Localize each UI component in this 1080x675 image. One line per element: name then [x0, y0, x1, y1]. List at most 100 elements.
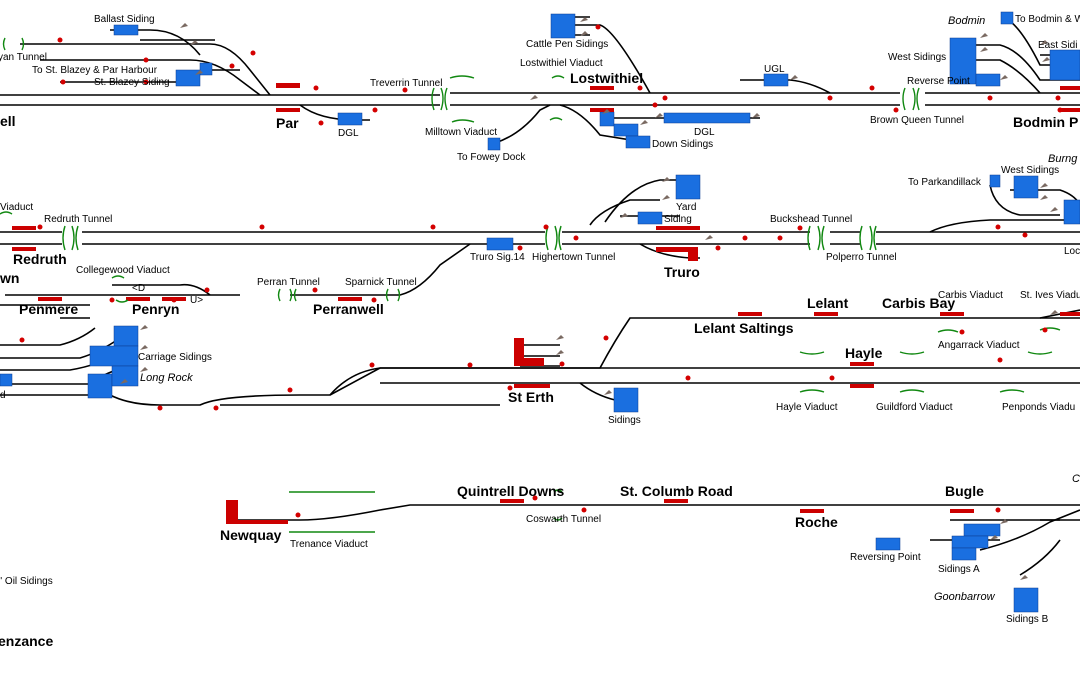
- station-roche[interactable]: Roche: [795, 514, 838, 530]
- station-truro[interactable]: Truro: [664, 264, 700, 280]
- carriage-sidings-block-2: [89, 345, 139, 367]
- station-bugle[interactable]: Bugle: [945, 483, 984, 499]
- dgl-par-block: [337, 112, 363, 126]
- label-loc: Loc: [1064, 246, 1080, 257]
- label-to-st-blazey: To St. Blazey & Par Harbour: [32, 65, 158, 76]
- dgl-lostwithiel-block: [663, 112, 751, 124]
- station-hayle[interactable]: Hayle: [845, 345, 883, 361]
- station-penzance[interactable]: enzance: [0, 633, 53, 649]
- down-sidings-block: [625, 135, 651, 149]
- reverse-point-block: [975, 73, 1001, 87]
- label-milltown-viaduct: Milltown Viaduct: [425, 127, 497, 138]
- station-st-columb-road[interactable]: St. Columb Road: [620, 483, 733, 499]
- label-ballast-siding: Ballast Siding: [94, 14, 155, 25]
- label-hayle-viaduct: Hayle Viaduct: [776, 402, 838, 413]
- label-down-sidings: Down Sidings: [652, 139, 713, 150]
- label-ugl: UGL: [764, 64, 785, 75]
- label-treverrin-tunnel: Treverrin Tunnel: [370, 78, 442, 89]
- west-sidings-burngullow-block: [1013, 175, 1039, 199]
- label-up-direction: U>: [190, 295, 203, 306]
- station-camborne[interactable]: wn: [0, 270, 19, 286]
- label-reverse-point: Reverse Point: [907, 76, 970, 87]
- tunnels-row2: [0, 211, 877, 303]
- truro-sig14-block: [486, 237, 514, 251]
- label-carriage-sidings: Carriage Sidings: [138, 352, 212, 363]
- label-east-sidings: East Sidi: [1038, 40, 1077, 51]
- station-lelant[interactable]: Lelant: [807, 295, 849, 311]
- east-sidings-block: [1049, 49, 1080, 81]
- tunnels-row1: [2, 37, 920, 123]
- label-oil-sidings: l' Oil Sidings: [0, 576, 53, 587]
- fowey-dock-block: [487, 137, 501, 151]
- label-viaduct-left: Viaduct: [0, 202, 33, 213]
- label-penponds-viaduct: Penponds Viadu: [1002, 402, 1075, 413]
- label-to-bodmin: To Bodmin & W: [1015, 14, 1080, 25]
- label-sidings-b: Sidings B: [1006, 614, 1049, 625]
- label-st-ives-viaduct: St. Ives Viadu: [1020, 290, 1080, 301]
- station-bodmin-parkway[interactable]: Bodmin P: [1013, 114, 1078, 130]
- st-blazey-siding-block: [175, 69, 201, 87]
- label-yard: Yard: [676, 202, 696, 213]
- label-highertown-tunnel: Highertown Tunnel: [532, 252, 615, 263]
- label-to-fowey-dock: To Fowey Dock: [457, 152, 526, 163]
- label-goonbarrow: Goonbarrow: [934, 591, 996, 603]
- sidings-a-block: [951, 547, 977, 561]
- labels-row1: Ballast Siding yan Tunnel To St. Blazey …: [0, 14, 1080, 163]
- label-coswarth-tunnel: Coswarth Tunnel: [526, 514, 601, 525]
- label-cattle-pen-sidings: Cattle Pen Sidings: [526, 39, 608, 50]
- sidings-row2: [486, 174, 1080, 251]
- station-penryn[interactable]: Penryn: [132, 301, 179, 317]
- platforms-row2: [12, 226, 700, 301]
- station-lelant-saltings[interactable]: Lelant Saltings: [694, 320, 794, 336]
- label-polperro-tunnel: Polperro Tunnel: [826, 252, 897, 263]
- station-perranwell[interactable]: Perranwell: [313, 301, 384, 317]
- station-penmere[interactable]: Penmere: [19, 301, 78, 317]
- sidings-row4: [875, 523, 1039, 613]
- station-newquay[interactable]: Newquay: [220, 527, 282, 543]
- sidings-row3: [0, 325, 639, 413]
- label-sidings-a: Sidings A: [938, 564, 980, 575]
- st-erth-bay: [514, 338, 524, 366]
- label-reversing-point: Reversing Point: [850, 552, 921, 563]
- label-dgl-lostwithiel: DGL: [694, 127, 715, 138]
- label-buckshead-tunnel: Buckshead Tunnel: [770, 214, 852, 225]
- sidings-st-erth-block: [613, 387, 639, 413]
- signals: [19, 24, 1063, 518]
- label-burngullow-area: Burng: [1048, 153, 1078, 165]
- label-siding-truro: Siding: [664, 214, 692, 225]
- station-redruth[interactable]: Redruth: [13, 251, 67, 267]
- label-guildford-viaduct: Guildford Viaduct: [876, 402, 953, 413]
- points: [120, 17, 1058, 580]
- labels-row4: Quintrell Downs St. Columb Road Bugle Co…: [0, 473, 1080, 649]
- label-truro-sig14: Truro Sig.14: [470, 252, 525, 263]
- label-sparnick-tunnel: Sparnick Tunnel: [345, 277, 417, 288]
- label-down-direction: <D: [132, 283, 145, 294]
- station-quintrell-downs[interactable]: Quintrell Downs: [457, 483, 565, 499]
- platforms-row3: [514, 312, 1080, 388]
- label-dgl-par: DGL: [338, 128, 359, 139]
- label-trenance-viaduct: Trenance Viaduct: [290, 539, 368, 550]
- viaducts-row4: [289, 489, 563, 533]
- station-st-erth[interactable]: St Erth: [508, 389, 554, 405]
- station-carbis-bay[interactable]: Carbis Bay: [882, 295, 955, 311]
- label-long-rock: Long Rock: [140, 372, 193, 384]
- label-collegewood-viaduct: Collegewood Viaduct: [76, 265, 170, 276]
- sidings-b-block: [1013, 587, 1039, 613]
- station-par[interactable]: Par: [276, 115, 299, 131]
- station-lostwithiel[interactable]: Lostwithiel: [570, 70, 643, 86]
- labels-row3: Lelant Carbis Bay Carbis Viaduct St. Ive…: [0, 290, 1080, 426]
- label-d-left: d: [0, 390, 6, 401]
- label-west-sidings-burngullow: West Sidings: [1001, 165, 1059, 176]
- track-row-newquay: [237, 504, 1080, 576]
- platforms-row4: [226, 499, 974, 524]
- label-st-blazey-siding: St. Blazey Siding: [94, 77, 170, 88]
- long-rock-block: [111, 365, 139, 387]
- label-perran-tunnel: Perran Tunnel: [257, 277, 320, 288]
- labels-row2: Viaduct Redruth Tunnel Redruth wn Colleg…: [0, 153, 1080, 317]
- cattle-pen-sidings-block: [550, 13, 576, 39]
- station-lostwithiel-west[interactable]: ell: [0, 113, 16, 129]
- label-yan-tunnel: yan Tunnel: [0, 52, 47, 63]
- label-sidings-st-erth: Sidings: [608, 415, 641, 426]
- label-west-sidings-bodmin: West Sidings: [888, 52, 946, 63]
